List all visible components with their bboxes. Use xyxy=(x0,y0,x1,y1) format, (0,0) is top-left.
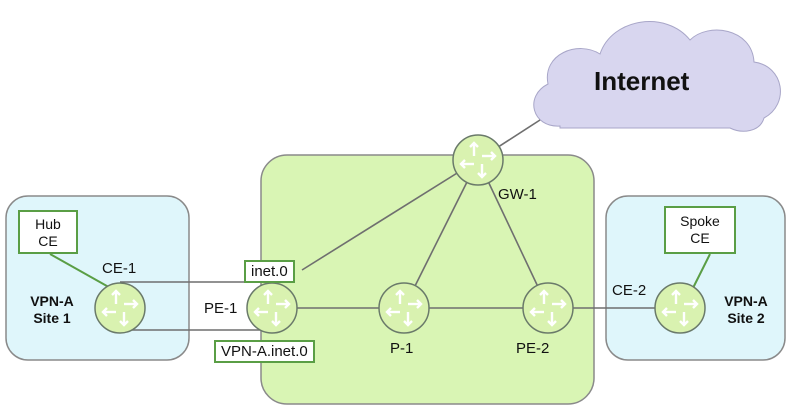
internet-cloud xyxy=(533,21,781,132)
spoke-callout-line2: CE xyxy=(690,230,710,246)
router-p1-label: P-1 xyxy=(390,340,414,357)
router-ce1-icon[interactable] xyxy=(93,281,147,335)
link-inet0-gw1 xyxy=(301,159,479,271)
router-pe2-label: PE-2 xyxy=(516,340,550,357)
router-gw1-label: GW-1 xyxy=(498,186,537,203)
site2-region xyxy=(605,195,786,361)
hub-callout-line1: Hub xyxy=(35,216,61,232)
vpna-table-label: VPN-A.inet.0 xyxy=(214,340,315,363)
hub-callout-pointer xyxy=(49,253,115,291)
router-p1-icon[interactable] xyxy=(377,281,431,335)
router-ce1-label: CE-1 xyxy=(102,260,137,277)
router-ce2-icon[interactable] xyxy=(653,281,707,335)
hub-callout-line2: CE xyxy=(38,233,58,249)
link-pe2-gw1 xyxy=(477,159,549,309)
spoke-callout-pointer xyxy=(691,253,711,291)
router-ce2-label: CE-2 xyxy=(612,282,647,299)
router-pe1-label: PE-1 xyxy=(204,300,238,317)
internet-label: Internet xyxy=(594,66,690,96)
router-gw1-icon[interactable] xyxy=(451,133,505,187)
site2-label: VPN-A Site 2 xyxy=(724,293,768,326)
site1-label: VPN-A Site 1 xyxy=(30,293,74,326)
router-pe1-icon[interactable] xyxy=(245,281,299,335)
spoke-ce-callout: Spoke CE xyxy=(664,206,736,254)
link-p1-gw1 xyxy=(403,159,479,309)
hub-ce-callout: Hub CE xyxy=(18,210,78,254)
spoke-callout-line1: Spoke xyxy=(680,213,720,229)
inet0-table-label: inet.0 xyxy=(244,260,295,283)
router-pe2-icon[interactable] xyxy=(521,281,575,335)
